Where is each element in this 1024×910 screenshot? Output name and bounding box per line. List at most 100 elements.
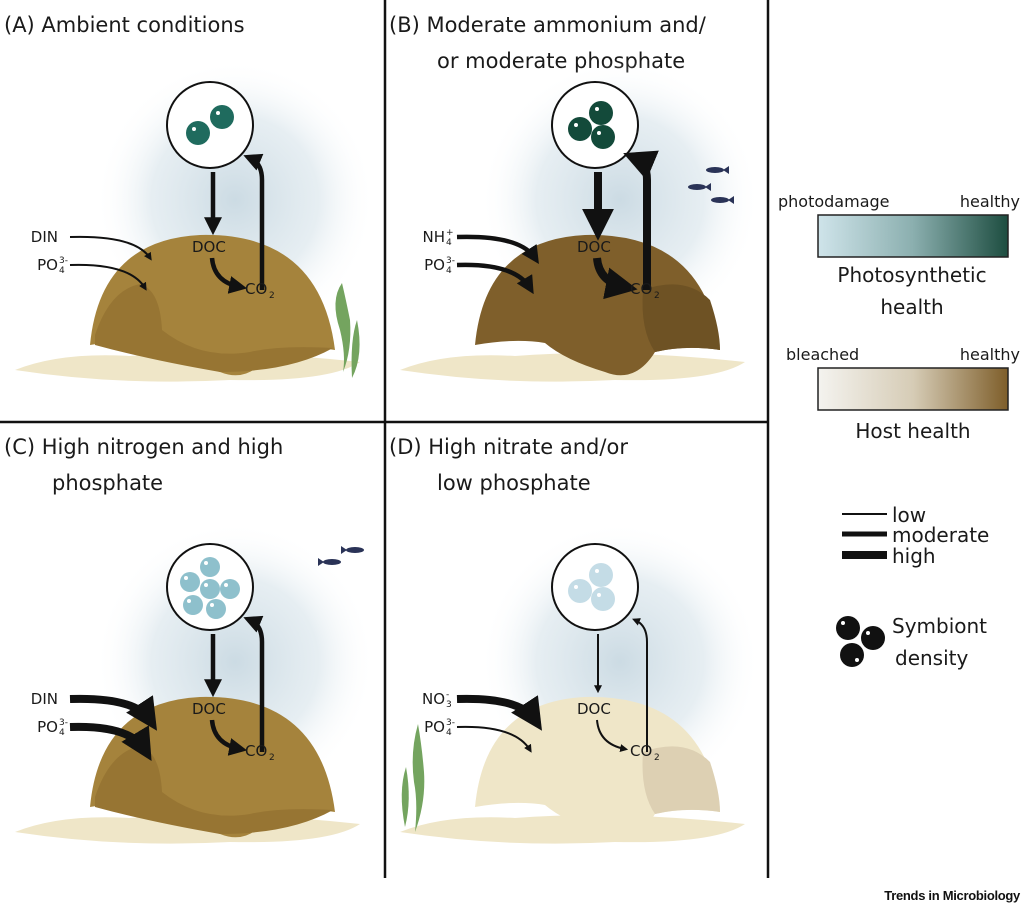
- doc-label: DOC: [577, 700, 611, 718]
- sand: [400, 353, 745, 382]
- co2-subscript: 2: [269, 753, 275, 763]
- respiration-arrow: [593, 257, 638, 300]
- symbiont-cell: [200, 557, 220, 577]
- doc-label: DOC: [192, 700, 226, 718]
- doc-label: DOC: [577, 238, 611, 256]
- nutrient-label-1-subscript: 4: [446, 728, 452, 738]
- seaweed: [335, 283, 351, 372]
- fish-icon: [706, 166, 729, 174]
- nutrient-input-arrow: [69, 235, 152, 261]
- nutrient-label-0: DIN: [31, 228, 58, 246]
- nutrient-label-1-superscript: 3-: [446, 256, 455, 266]
- panel-title-line2: low phosphate: [437, 471, 591, 495]
- seaweed: [401, 767, 409, 827]
- symbiont-cell: [589, 101, 613, 125]
- symbiont-cell: [210, 105, 234, 129]
- sand: [400, 815, 745, 844]
- nutrient-label-0-subscript: 3: [446, 700, 452, 710]
- co2-label: CO: [245, 742, 267, 760]
- symbiont-cell: [591, 125, 615, 149]
- respiration-arrow: [209, 719, 248, 756]
- nutrient-input-arrow: [456, 694, 543, 731]
- co2-transfer-arrow: [623, 150, 659, 290]
- symbiont-cell: [568, 579, 592, 603]
- nutrient-label-1-subscript: 4: [59, 728, 65, 738]
- nutrient-label-0-superscript: -: [446, 690, 449, 700]
- symbiont-cell: [186, 121, 210, 145]
- symbiont-density-icon: [836, 616, 885, 667]
- co2-subscript: 2: [654, 753, 660, 763]
- symbiont-highlight: [595, 569, 599, 573]
- host-title: Host health: [855, 419, 970, 443]
- symbiont-cell: [220, 579, 240, 599]
- panel-title: (B) Moderate ammonium and/: [389, 13, 707, 37]
- symbiont-cell: [200, 579, 220, 599]
- nutrient-label-0-superscript: +: [446, 228, 454, 238]
- symbiont-cell: [568, 117, 592, 141]
- doc-label: DOC: [192, 238, 226, 256]
- nutrient-label-0: NO: [422, 690, 445, 708]
- host-health-scale: [817, 367, 1009, 411]
- co2-transfer-arrow: [243, 153, 265, 290]
- symbiont-cell: [591, 587, 615, 611]
- symbiont-cell-view: [551, 543, 639, 631]
- nutrient-label-0: NH: [423, 228, 446, 246]
- nutrient-input-arrow: [456, 234, 539, 265]
- symbiont-highlight: [574, 585, 578, 589]
- fish-icon: [711, 196, 734, 204]
- nutrient-label-1: PO: [37, 256, 58, 274]
- nutrient-input-arrow: [456, 262, 534, 295]
- panel-title-line2: phosphate: [52, 471, 163, 495]
- symbiont-highlight: [204, 561, 208, 565]
- symbiont-highlight: [597, 131, 601, 135]
- co2-label: CO: [630, 742, 652, 760]
- nutrient-label-1-subscript: 4: [59, 266, 65, 276]
- symbiont-highlight: [216, 111, 220, 115]
- host-right-label: healthy: [960, 345, 1020, 364]
- nutrient-input-arrow: [69, 263, 147, 291]
- symbiont-title-line2: density: [895, 646, 968, 670]
- coral-shade: [95, 746, 333, 834]
- symbiont-highlight: [184, 576, 188, 580]
- symbiont-highlight: [192, 127, 196, 131]
- coral-shade: [95, 284, 333, 372]
- nutrient-label-0: DIN: [31, 690, 58, 708]
- panel-b: (B) Moderate ammonium and/or moderate ph…: [389, 13, 760, 382]
- symbiont-highlight: [574, 123, 578, 127]
- co2-subscript: 2: [654, 291, 660, 301]
- symbiont-highlight: [204, 583, 208, 587]
- photo-title-line1: Photosynthetic: [837, 263, 986, 287]
- symbiont-cell: [180, 572, 200, 592]
- nutrient-input-arrow: [456, 725, 532, 753]
- symbiont-highlight: [224, 583, 228, 587]
- symbiont-cell: [183, 595, 203, 615]
- panel-title: (C) High nitrogen and high: [4, 435, 283, 459]
- symbiont-highlight: [595, 107, 599, 111]
- nutrient-label-1: PO: [424, 256, 445, 274]
- nutrient-label-1: PO: [37, 718, 58, 736]
- flux-low-label: low: [892, 503, 926, 527]
- panel-title: (A) Ambient conditions: [4, 13, 245, 37]
- fish-icon: [688, 183, 711, 191]
- seaweed: [412, 724, 425, 832]
- seaweed: [351, 320, 360, 378]
- fish-icon: [318, 558, 341, 566]
- photo-left-label: photodamage: [778, 192, 890, 211]
- panel-title: (D) High nitrate and/or: [389, 435, 628, 459]
- legend: photodamage healthy Photosynthetic healt…: [778, 192, 1020, 670]
- coral-shade: [642, 284, 720, 352]
- symbiont-cell: [589, 563, 613, 587]
- photosynthetic-health-scale: [817, 214, 1009, 258]
- nutrient-label-1: PO: [424, 718, 445, 736]
- nutrient-label-0-subscript: 4: [446, 238, 452, 248]
- symbiont-highlight: [210, 603, 214, 607]
- nutrient-label-1-superscript: 3-: [446, 718, 455, 728]
- co2-transfer-arrow: [243, 615, 265, 752]
- photo-title-line2: health: [880, 295, 943, 319]
- nutrient-label-1-superscript: 3-: [59, 718, 68, 728]
- respiration-arrow: [596, 719, 629, 753]
